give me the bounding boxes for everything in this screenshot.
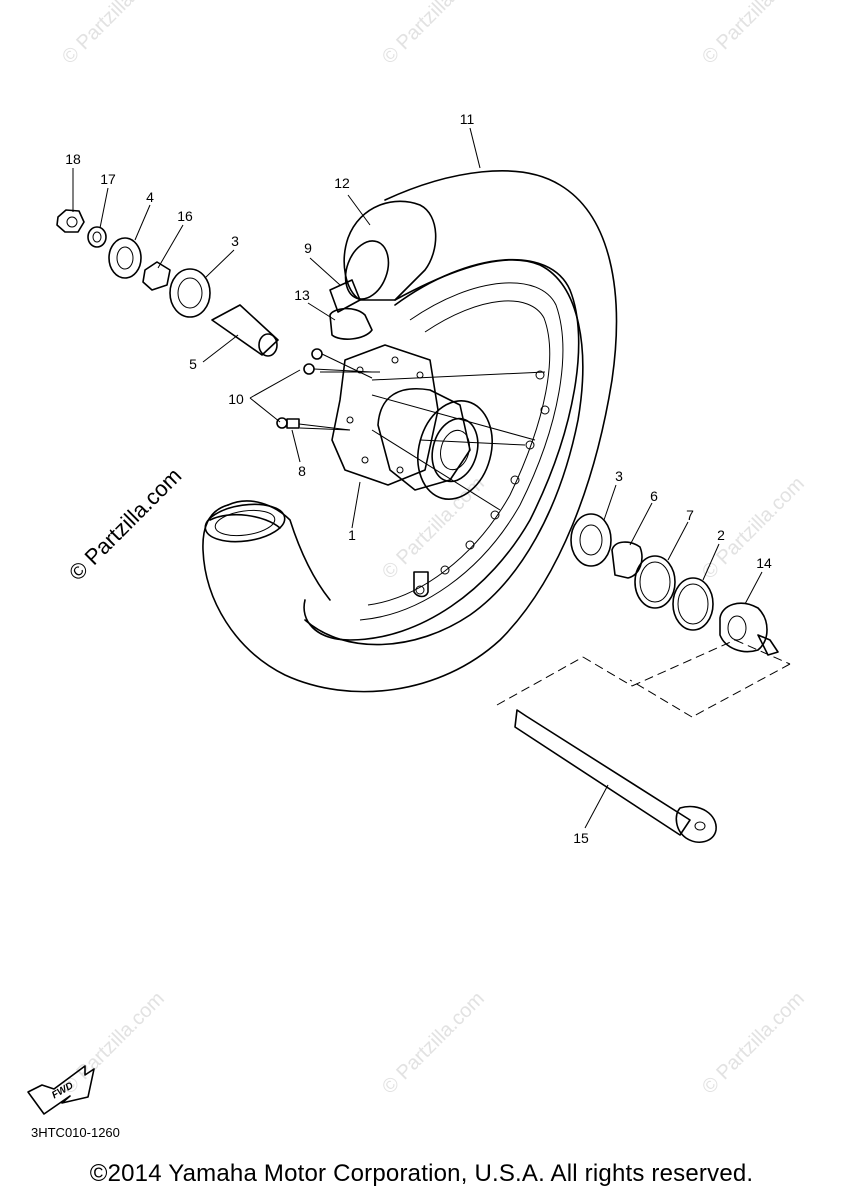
callout-12: 12 <box>334 175 350 191</box>
callout-6: 6 <box>650 488 658 504</box>
callout-15: 16 <box>177 208 193 224</box>
diagram-code: 3HTC010-1260 <box>31 1125 120 1140</box>
callout-11: 11 <box>460 111 475 127</box>
callout-10: 10 <box>228 391 244 407</box>
copyright-notice: ©2014 Yamaha Motor Corporation, U.S.A. A… <box>89 1160 754 1187</box>
callout-17: 17 <box>100 171 116 187</box>
tire-illustration <box>202 170 618 693</box>
watermark: © Partzilla.com <box>378 0 489 69</box>
watermark: © Partzilla.com <box>698 0 809 69</box>
wheel-rim-illustration <box>299 258 580 641</box>
watermark: © Partzilla.com <box>698 473 809 584</box>
callout-3-right: 3 <box>615 468 623 484</box>
watermark: © Partzilla.com <box>698 988 809 1099</box>
callout-5: 5 <box>189 356 197 372</box>
callout-8: 8 <box>298 463 306 479</box>
spoke-nipples-illustration <box>276 348 373 431</box>
leader-lines <box>72 127 763 829</box>
fwd-label: FWD <box>50 1080 75 1101</box>
callout-14: 14 <box>756 555 772 571</box>
watermark-large: © Partzilla.com <box>64 463 187 586</box>
axle-illustration <box>496 639 791 843</box>
callout-16: 15 <box>573 830 589 846</box>
callout-7: 7 <box>686 507 694 523</box>
callout-9: 9 <box>304 240 312 256</box>
tube-and-band-illustration <box>329 200 437 340</box>
callout-18: 18 <box>65 151 81 167</box>
callout-labels: 18 17 4 16 3 5 10 8 1 9 13 12 11 3 6 7 2… <box>65 111 772 846</box>
left-side-parts-illustration <box>56 209 279 357</box>
callout-1: 1 <box>348 527 356 543</box>
callout-13: 13 <box>294 287 310 303</box>
watermark-layer: © Partzilla.com © Partzilla.com © Partzi… <box>58 0 809 1099</box>
callout-3-left: 3 <box>231 233 239 249</box>
watermark: © Partzilla.com <box>378 988 489 1099</box>
right-side-parts-illustration <box>570 513 779 656</box>
watermark: © Partzilla.com <box>58 0 169 69</box>
watermark: © Partzilla.com <box>58 988 169 1099</box>
callout-4: 4 <box>146 189 154 205</box>
callout-2: 2 <box>717 527 725 543</box>
